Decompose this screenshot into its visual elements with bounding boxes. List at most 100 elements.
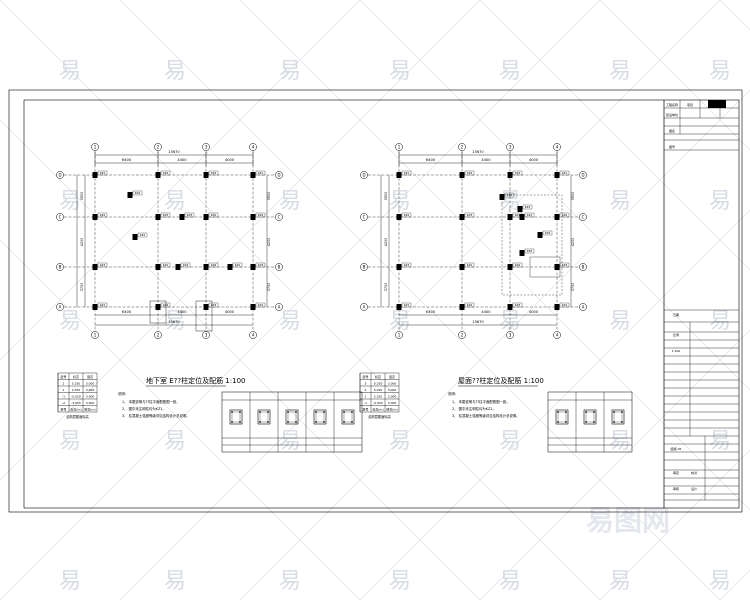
rebar-dot <box>231 411 233 413</box>
column-label: KZ3 <box>100 263 106 267</box>
watermark-glyph: 易 <box>709 429 731 454</box>
axis-bubble <box>202 143 210 151</box>
title-block-cell: 建设单位 <box>666 112 678 117</box>
column-tag-box <box>401 302 412 308</box>
dimension-value: 3700 <box>384 283 388 292</box>
rebar-dot <box>343 421 345 423</box>
dimension-value: 4400 <box>177 158 187 162</box>
rebar-dot <box>231 421 233 423</box>
column-tag-box <box>559 212 570 218</box>
axis-label: 1 <box>398 333 401 338</box>
column-tag-box <box>524 248 535 254</box>
column-label: KZ1 <box>404 171 410 175</box>
watermark-glyph: 易 <box>279 309 301 334</box>
axis-bubble <box>579 213 587 221</box>
rebar-dot <box>287 411 289 413</box>
axis-label: B <box>363 265 366 270</box>
column-mark <box>396 172 402 178</box>
axis-bubble <box>56 213 64 221</box>
table-cell: 1 <box>63 388 65 392</box>
column-tag-box <box>255 262 266 268</box>
column-label: KZ3 <box>211 303 217 307</box>
dimension-value: 3900 <box>80 192 84 201</box>
column-mark <box>459 304 465 310</box>
axis-label: A <box>278 305 281 310</box>
axis-bubble <box>553 143 561 151</box>
rebar-dot <box>557 421 559 423</box>
column-label: KZ3 <box>515 303 521 307</box>
dimension-value: 3700 <box>267 283 271 292</box>
title-block-cell: 结施-05 <box>671 446 682 451</box>
watermark-glyph: 易 <box>279 59 301 84</box>
axis-bubble <box>395 143 403 151</box>
column-tag-box <box>401 262 412 268</box>
axis-label: C <box>59 215 62 220</box>
column-mark <box>175 264 181 270</box>
table-cell: 8.250 <box>374 382 383 386</box>
column-mark <box>396 264 402 270</box>
column-stirrup <box>315 411 325 423</box>
axis-bubble <box>249 143 257 151</box>
table-cell: 3.000 <box>86 388 95 392</box>
column-mark <box>554 172 560 178</box>
watermark-diagonal <box>479 329 750 601</box>
axis-label: 1 <box>398 145 401 150</box>
column-label: KZ1 <box>404 303 410 307</box>
table-header-cell: 层高 <box>389 374 395 379</box>
title-block-cell: 审定 <box>673 470 679 475</box>
column-label: KZ1 <box>163 263 169 267</box>
axis-bubble <box>202 331 210 339</box>
column-mark <box>499 194 505 200</box>
column-stirrup <box>231 411 241 423</box>
axis-bubble <box>458 143 466 151</box>
column-mark <box>155 264 161 270</box>
column-mark <box>227 264 233 270</box>
rebar-dot <box>585 411 587 413</box>
dimension-value: 4400 <box>177 310 187 314</box>
column-mark <box>537 232 543 238</box>
column-label: KZ3 <box>515 171 521 175</box>
column-mark <box>155 304 161 310</box>
table-cell: 3.000 <box>86 401 95 405</box>
title-block-cell: 设计 <box>691 486 697 491</box>
column-label: KZ3 <box>404 263 410 267</box>
dimension-value: 4000 <box>225 158 235 162</box>
column-mark <box>250 172 256 178</box>
column-tag-box <box>97 302 108 308</box>
table-cell: 2.250 <box>72 388 81 392</box>
column-tag-box <box>160 262 171 268</box>
rebar-dot <box>295 411 297 413</box>
roof-outline <box>501 194 563 296</box>
table-cell: 层高(m) <box>84 407 95 412</box>
column-label: KZ1 <box>211 213 217 217</box>
dimension-value: 6400 <box>122 158 132 162</box>
table-caption: 结构层楼面标高 <box>368 414 390 419</box>
column-tag-box <box>208 302 219 308</box>
axis-bubble <box>395 331 403 339</box>
rebar-dot <box>593 411 595 413</box>
axis-label: 3 <box>509 145 512 150</box>
watermark-glyph: 易 <box>709 59 731 84</box>
watermark-glyph: 易 <box>279 189 301 214</box>
column-stirrup <box>557 411 567 423</box>
axis-bubble <box>360 171 368 179</box>
axis-label: 3 <box>205 333 208 338</box>
axis-label: 4 <box>556 333 559 338</box>
watermark-glyph: 易 <box>709 309 731 334</box>
section-table <box>547 391 633 453</box>
axis-label: 1 <box>94 333 97 338</box>
rebar-dot <box>565 421 567 423</box>
column-mark <box>459 172 465 178</box>
axis-label: D <box>58 173 61 178</box>
column-label: KZ2 <box>515 263 521 267</box>
dimension-total: 15670 <box>472 150 484 154</box>
watermark-glyph: 易 <box>164 309 186 334</box>
table-cell: 5.250 <box>72 382 81 386</box>
column-tag-box <box>208 212 219 218</box>
column-tag-box <box>401 170 412 176</box>
axis-label: A <box>59 305 62 310</box>
dimension-total: 15670 <box>168 320 180 324</box>
axis-bubble <box>579 263 587 271</box>
table-cell: -0.050 <box>373 401 383 405</box>
watermark-glyph: 易 <box>164 569 186 594</box>
